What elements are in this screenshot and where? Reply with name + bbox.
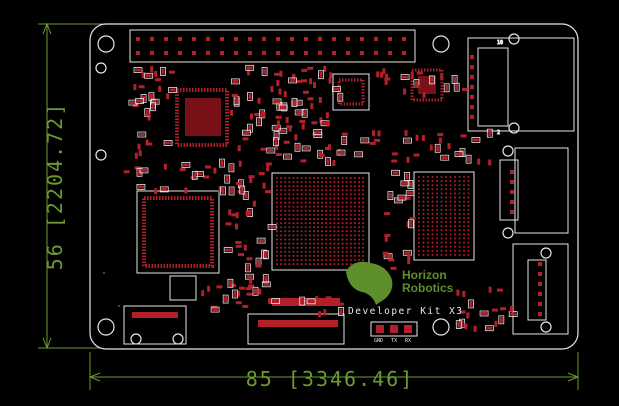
soc-bga xyxy=(271,172,370,271)
hdmi-connector xyxy=(123,275,197,345)
debug-rx-label: RX xyxy=(405,338,411,344)
ddr-memory xyxy=(413,171,475,261)
fiducial-marker xyxy=(118,305,120,307)
logo-line1: Horizon xyxy=(402,268,447,282)
height-dimension-label: 56 [2204.72] xyxy=(43,102,67,271)
usb-connector-bottom xyxy=(512,243,569,335)
horizon-logo-icon xyxy=(346,261,393,305)
board-name-label: Developer Kit X3 xyxy=(348,306,464,317)
fiducial-marker xyxy=(103,272,105,274)
width-dimension-label: 85 [3346.46] xyxy=(246,367,415,391)
mipi-connector xyxy=(247,298,345,345)
board-outline xyxy=(89,23,579,350)
debug-tx-label: TX xyxy=(391,338,397,344)
svg-text:10: 10 xyxy=(497,40,503,46)
emmc-chip xyxy=(175,88,229,147)
ethernet-connector: 10 2 xyxy=(467,37,575,137)
svg-text:2: 2 xyxy=(497,130,500,136)
usb-connector-top xyxy=(499,147,569,234)
gpio-header xyxy=(129,29,416,63)
usb-hub-chip xyxy=(332,73,370,111)
debug-header xyxy=(370,321,418,337)
dimension-width xyxy=(88,352,580,390)
logo-line2: Robotics xyxy=(402,281,454,295)
debug-gnd-label: GND xyxy=(374,338,383,344)
dimension-height xyxy=(38,22,102,350)
mounting-holes xyxy=(95,33,552,345)
pmic-chip xyxy=(136,190,220,274)
passive-components xyxy=(123,64,518,332)
